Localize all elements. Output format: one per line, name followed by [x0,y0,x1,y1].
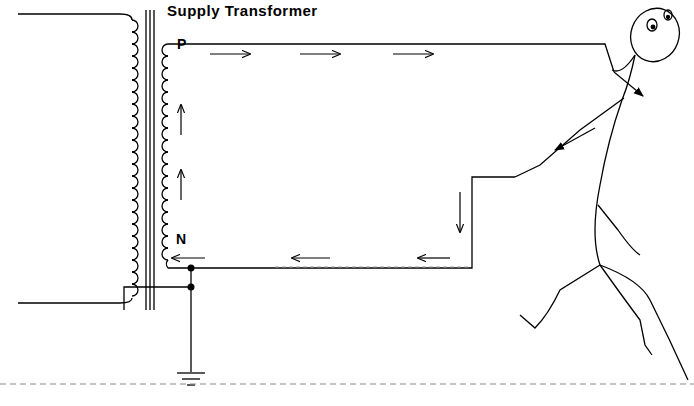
earth-symbol [187,384,195,385]
winding-turn [132,140,138,152]
current-arrow [393,53,433,54]
winding-turn [132,92,138,104]
winding-turn [162,248,168,260]
winding-turn [162,140,168,152]
winding-turn [132,284,138,296]
winding-turn [162,56,168,68]
winding-turn [132,260,138,272]
winding-turn [132,248,138,260]
terminal-label: P [177,37,186,51]
winding-turn [162,188,168,200]
winding-turn [132,212,138,224]
current-arrow [210,53,250,54]
winding-turn [162,224,168,236]
ground-line [0,384,694,385]
person-figure [515,1,688,380]
winding-turn [132,164,138,176]
transformer-title: Supply Transformer [167,3,318,18]
junction-dot [188,284,195,291]
winding-turn [132,80,138,92]
primary-lead [18,14,132,20]
wire-highlight [275,267,470,268]
winding-turn [162,116,168,128]
winding-turn [132,20,138,32]
winding-turn [132,272,138,284]
live-wire [168,44,614,72]
winding-turn [162,68,168,80]
winding-turn [162,128,168,140]
winding-turn [132,236,138,248]
current-arrow [300,53,340,54]
winding-turn [132,200,138,212]
junction-dot [188,265,195,272]
winding-turn [132,104,138,116]
winding-turn [132,44,138,56]
core-earth-bond [124,287,191,310]
current-arrow [459,192,460,232]
current-arrow [555,128,595,150]
terminal-label: N [176,232,186,246]
transformer-core [153,10,154,310]
current-arrow [292,257,330,258]
current-arrow [180,105,181,135]
winding-turn [132,176,138,188]
primary-lead [18,298,132,303]
winding-turn [162,236,168,248]
winding-turn [162,212,168,224]
transformer-core [149,10,150,310]
current-arrow [418,257,450,258]
winding-turn [132,32,138,44]
transformer-core [145,10,146,310]
current-arrow [614,72,643,96]
winding-turn [132,116,138,128]
winding-turn [162,80,168,92]
winding-turn [132,68,138,80]
earth-symbol [177,372,205,373]
winding-turn [162,104,168,116]
winding-turn [162,176,168,188]
winding-turn [132,56,138,68]
current-arrow [172,257,205,258]
winding-turn [162,152,168,164]
current-arrow [180,170,181,200]
winding-turn [162,44,168,56]
winding-turn [162,200,168,212]
winding-turn [166,260,168,268]
winding-turn [162,164,168,176]
winding-turn [132,152,138,164]
primary-winding [132,20,138,296]
earth-symbol [182,378,200,379]
winding-turn [132,188,138,200]
winding-turn [132,128,138,140]
neutral-wire [168,177,515,268]
winding-turn [162,92,168,104]
secondary-winding [162,44,168,268]
winding-turn [132,224,138,236]
